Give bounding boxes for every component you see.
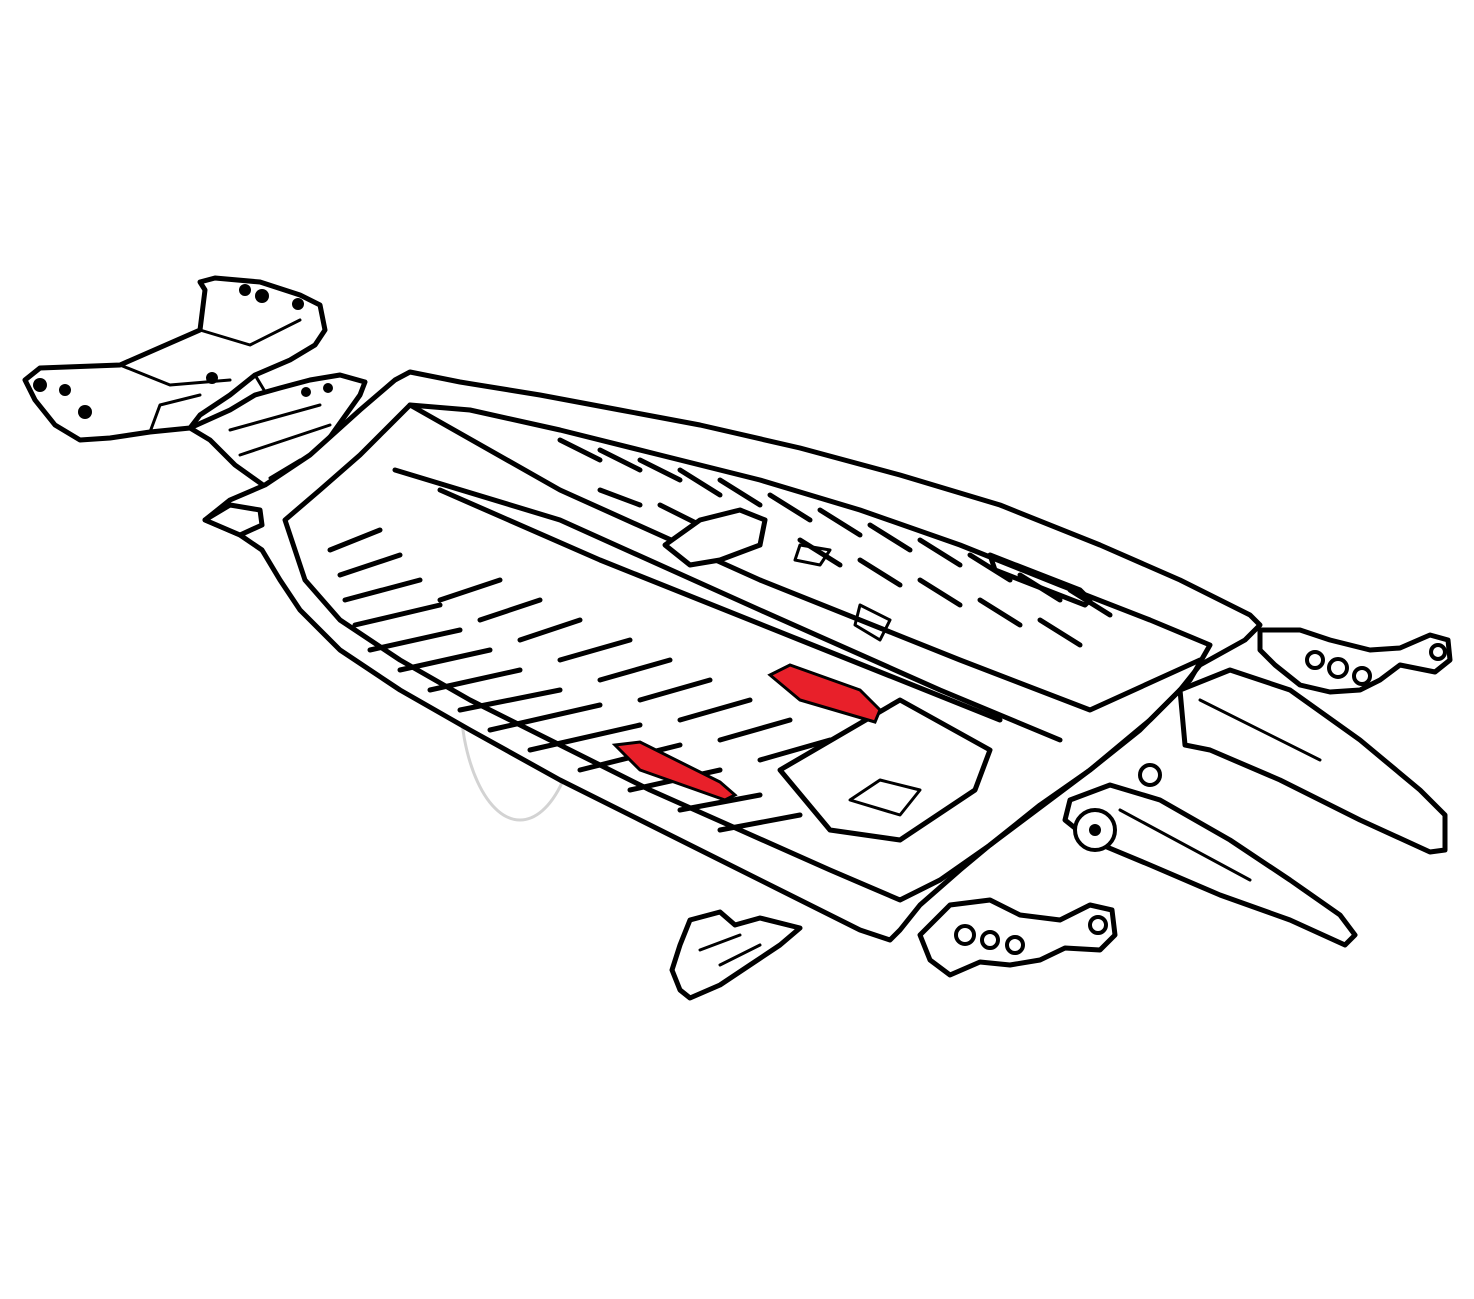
loose-bracket [669,909,803,1001]
rear-frame-fork [1062,667,1448,948]
rear-torsion-housing-left [917,897,1118,978]
highlighted-strip-lower [611,740,738,802]
front-left-tab [202,502,265,538]
rear-torsion-housing-right [1257,627,1453,695]
highlighted-seat-rail-strips [611,663,882,802]
front-axle-beam-mount [22,275,328,443]
floor-pan [202,369,1263,943]
left-pan-ribs [327,527,833,833]
highlighted-strip-upper [767,663,882,724]
